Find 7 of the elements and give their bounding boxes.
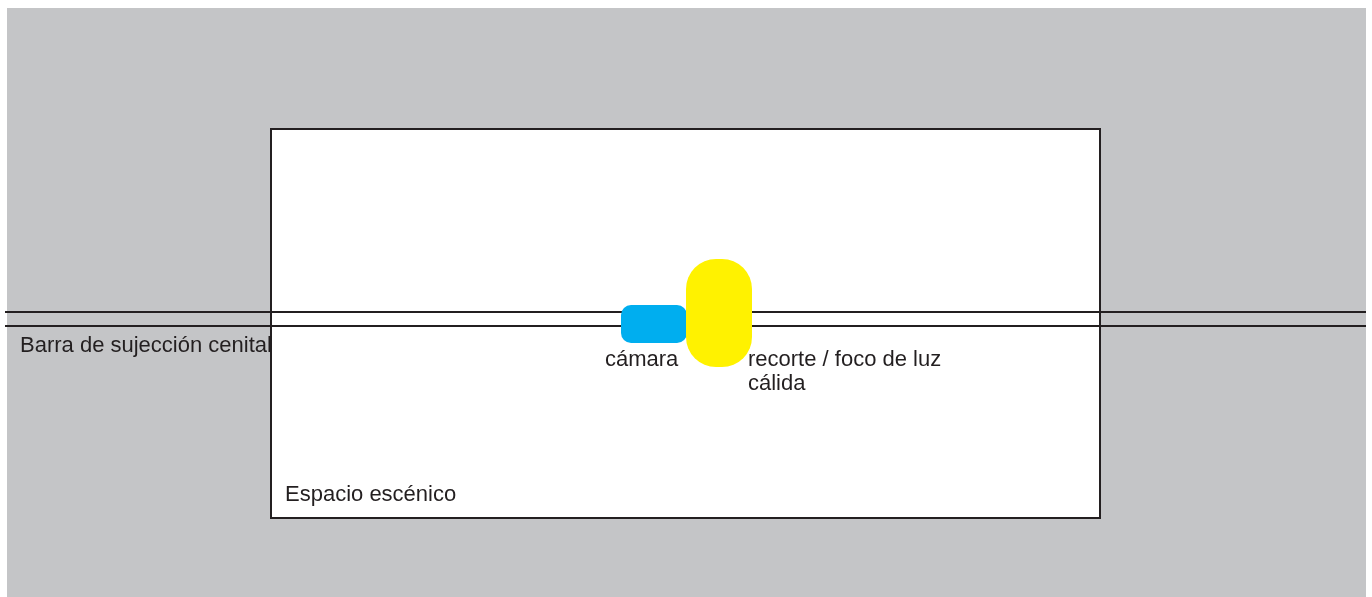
- camera-block: [621, 305, 687, 343]
- part-label: Barra de sujección cenital: [20, 333, 273, 357]
- stage-area: [270, 128, 1101, 519]
- ceiling-bar: [5, 311, 1366, 327]
- area-label: Espacio escénico: [285, 482, 457, 506]
- part-label: cámara: [605, 347, 680, 371]
- part-label: recorte / foco de luz cálida: [748, 347, 943, 395]
